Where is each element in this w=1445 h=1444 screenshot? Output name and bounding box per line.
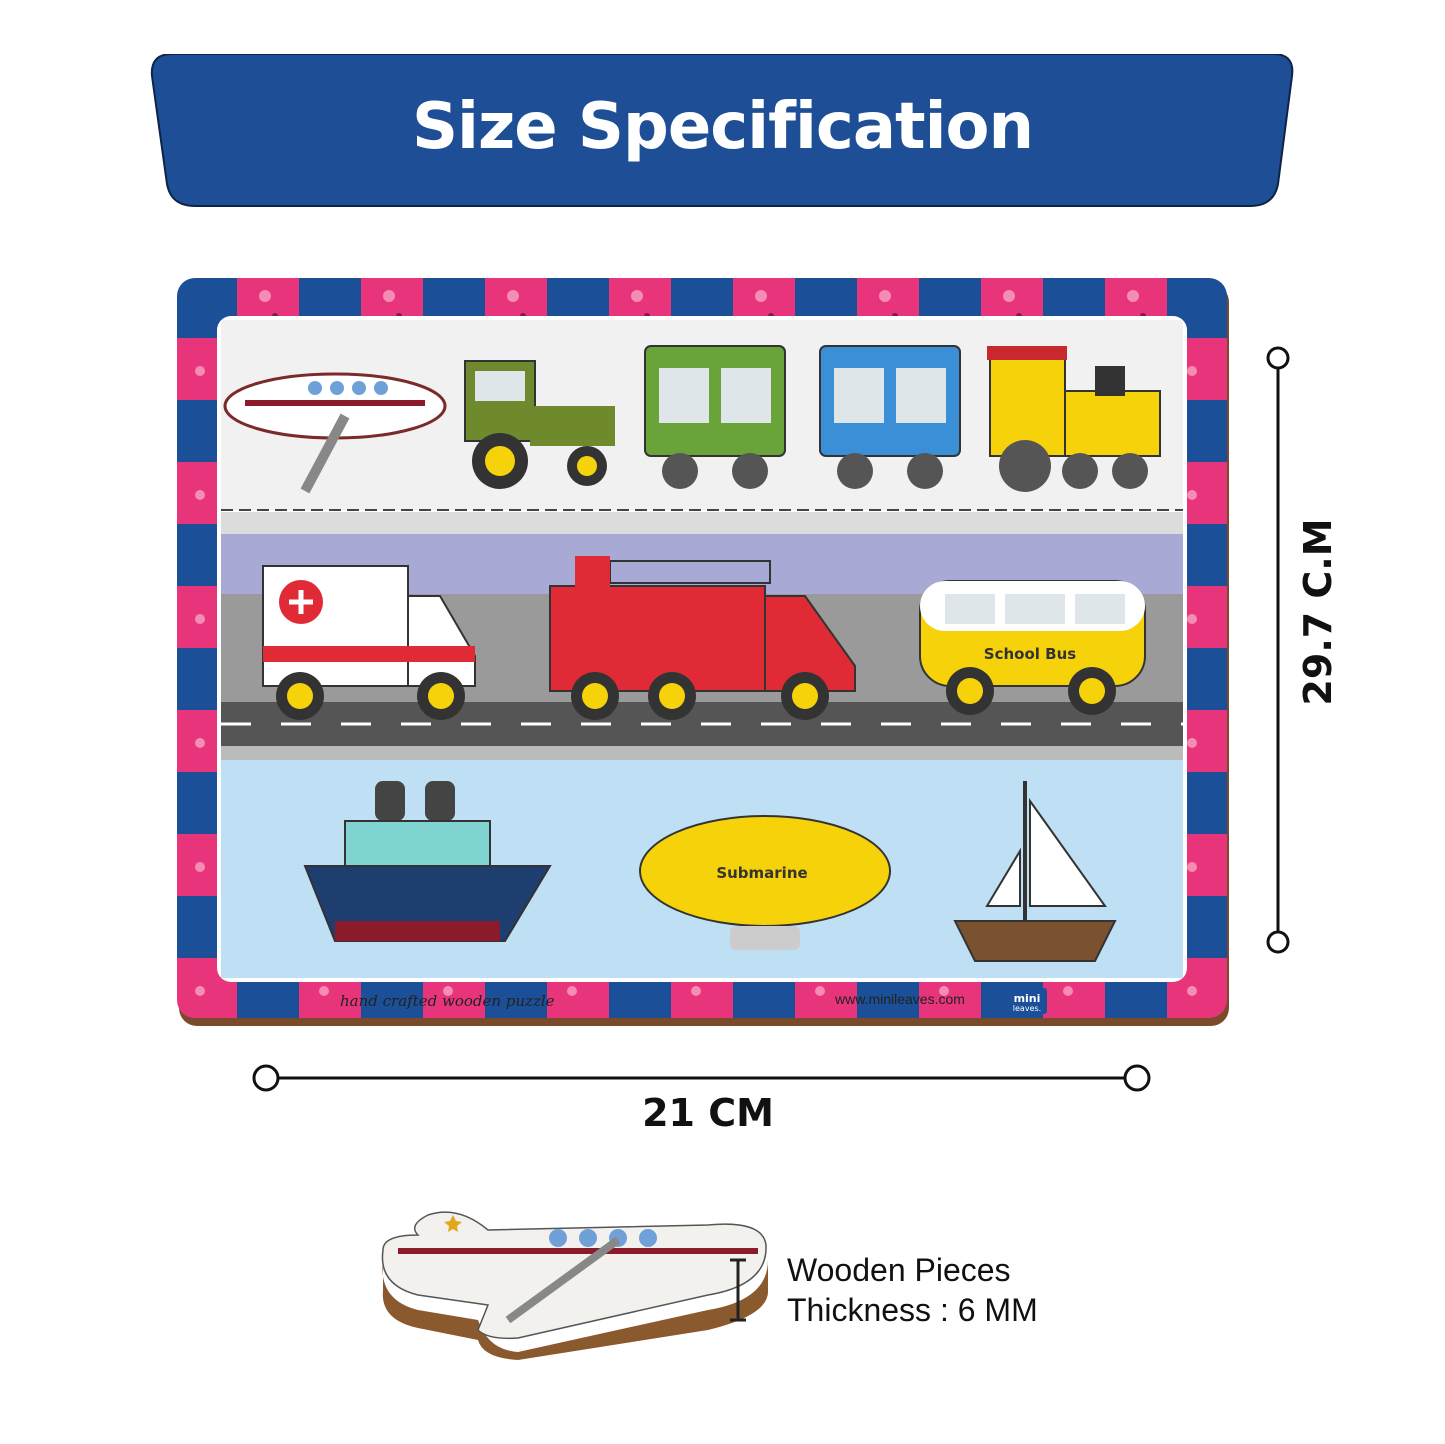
puzzle-board: School Bus Submarine hand crafted wooden… [177,278,1229,1026]
footer-url: www.minileaves.com [834,991,965,1007]
thickness-line2: Thickness : 6 MM [787,1292,1038,1328]
wooden-airplane-piece-photo [381,1211,769,1360]
tractor-piece [464,360,615,489]
airplane-piece [223,372,447,494]
svg-text:mini: mini [1014,992,1041,1005]
fire-truck-piece [549,556,856,720]
train-car-blue-piece [819,345,961,489]
ambulance-piece [262,565,476,720]
school-bus-piece: School Bus [919,580,1146,715]
page-title: Size Specification [411,90,1034,164]
locomotive-piece [987,346,1161,492]
thickness-marker-icon [730,1258,746,1322]
height-dimension-line [1266,346,1290,954]
height-label: 29.7 C.M [1296,518,1340,706]
airship-label: Submarine [716,864,807,882]
thickness-line1: Wooden Pieces [787,1252,1011,1288]
train-car-green-piece [644,345,786,489]
svg-text:leaves.: leaves. [1013,1004,1041,1013]
ship-piece [303,781,552,942]
footer-tagline: hand crafted wooden puzzle [340,992,555,1010]
width-label: 21 CM [642,1091,774,1135]
airship-piece: Submarine [639,815,891,950]
sailboat-piece [953,781,1117,962]
title-banner [150,54,1294,207]
width-dimension-line [252,1064,1151,1092]
minileaves-logo: minileaves. [1007,988,1047,1014]
bus-label: School Bus [984,645,1076,663]
